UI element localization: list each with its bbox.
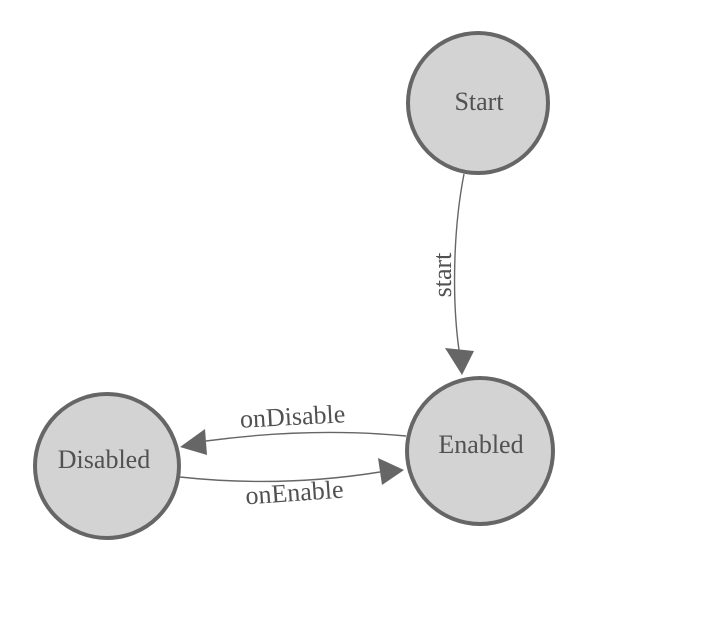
state-node-enabled[interactable]: Enabled [405,376,555,526]
transition-edge-start-to-enabled [453,173,465,351]
transition-label-ondisable: onDisable [239,399,346,433]
arrowhead-left-icon [180,429,207,455]
state-label-start: Start [454,87,504,116]
state-label-disabled: Disabled [58,445,150,474]
arrowhead-down-icon [445,348,474,375]
transition-edge-enabled-to-disabled [205,431,407,442]
state-node-start[interactable]: Start [406,31,550,175]
transition-start-to-enabled: start [428,173,474,375]
state-node-disabled[interactable]: Disabled [33,392,181,540]
arrowhead-right-icon [378,458,404,485]
state-circle-disabled[interactable] [33,392,181,540]
transition-label-onenable: onEnable [244,475,344,511]
transition-edge-disabled-to-enabled [179,471,381,483]
state-label-enabled: Enabled [438,430,523,459]
state-circle-enabled[interactable] [405,376,555,526]
transition-enabled-to-disabled: onDisable [180,399,407,455]
state-circle-start[interactable] [406,31,550,175]
transition-label-start: start [428,252,457,298]
transition-disabled-to-enabled: onEnable [179,458,404,511]
